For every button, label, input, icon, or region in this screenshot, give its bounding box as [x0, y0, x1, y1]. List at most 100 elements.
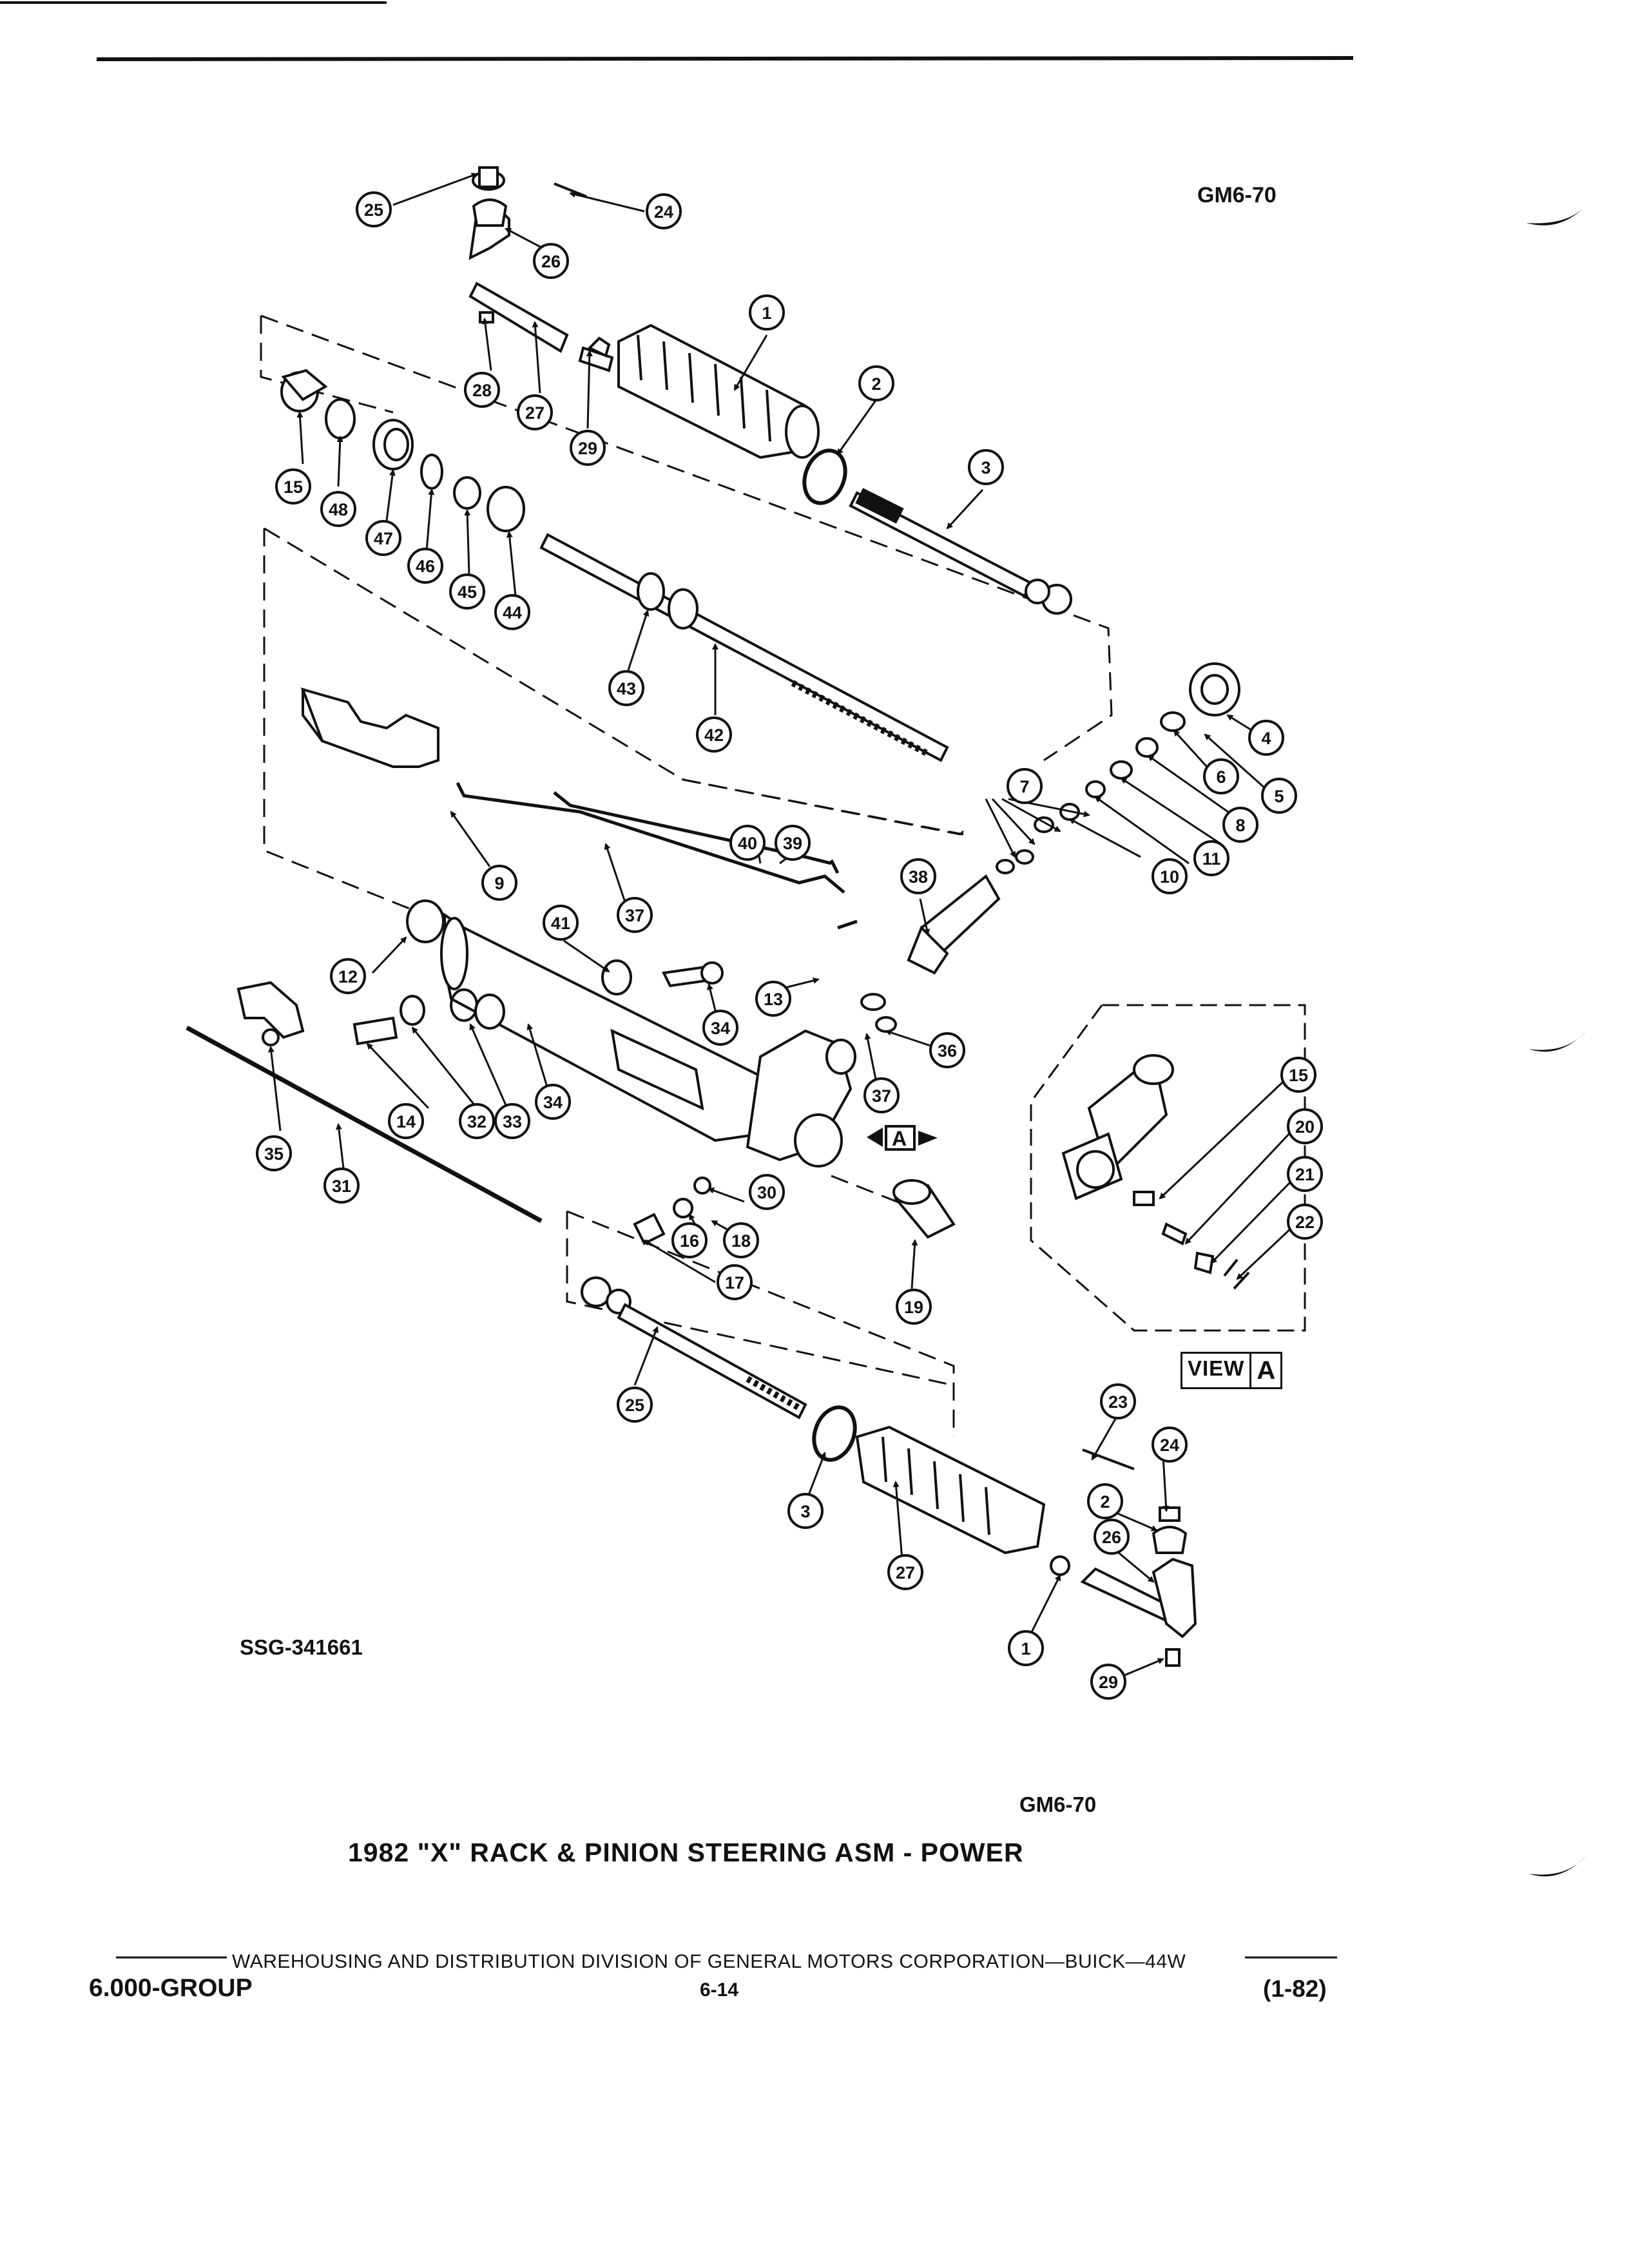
callout-25: 25: [356, 191, 392, 227]
view-a-detail-box: [1030, 1004, 1306, 1332]
view-a-pointer-letter: A: [892, 1127, 907, 1150]
callout-15: 15: [275, 468, 311, 505]
footer-revision: (1-82): [1263, 1975, 1327, 2002]
callout-17: 17: [717, 1264, 753, 1300]
pinion-seals: [996, 662, 1240, 874]
view-label-word: VIEW: [1188, 1356, 1245, 1380]
callout-22: 22: [1287, 1204, 1323, 1240]
tie-rod-end-bottom: [1050, 1448, 1197, 1667]
callout-36: 36: [929, 1032, 965, 1068]
callout-12: 12: [330, 958, 366, 994]
callout-label: 21: [1295, 1165, 1315, 1184]
rack: [539, 533, 949, 762]
callout-label: 3: [981, 458, 990, 477]
callout-label: 1: [762, 303, 771, 323]
callout-7: 7: [1007, 768, 1043, 804]
callout-23: 23: [1100, 1383, 1136, 1419]
binder-marks: [1526, 207, 1586, 1877]
callout-label: 5: [1274, 787, 1284, 806]
callout-11: 11: [1193, 840, 1229, 876]
callout-26: 26: [533, 243, 569, 279]
valve-housing-detail: [1061, 1054, 1250, 1290]
callout-45: 45: [449, 573, 485, 610]
callout-24: 24: [1152, 1427, 1188, 1463]
callout-label: 40: [738, 834, 757, 853]
callout-label: 7: [1019, 777, 1029, 796]
callout-label: 24: [654, 202, 673, 222]
callout-42: 42: [696, 716, 732, 753]
callout-1: 1: [749, 294, 785, 331]
callout-37: 37: [863, 1077, 900, 1113]
footer-group: 6.000-GROUP: [89, 1974, 253, 2002]
callout-38: 38: [900, 858, 936, 894]
callout-label: 47: [374, 529, 393, 548]
callout-33: 33: [494, 1103, 530, 1139]
callout-20: 20: [1287, 1108, 1323, 1144]
callout-label: 42: [704, 726, 724, 745]
callout-3: 3: [787, 1493, 824, 1529]
callout-label: 1: [1021, 1639, 1030, 1658]
callout-6: 6: [1203, 758, 1239, 794]
callout-label: 46: [416, 557, 435, 576]
inner-tie-rod-bottom: [581, 1276, 807, 1419]
callout-27: 27: [887, 1554, 923, 1590]
callout-label: 14: [396, 1112, 416, 1131]
callout-label: 12: [338, 967, 358, 986]
callout-5: 5: [1261, 778, 1297, 814]
callout-label: 25: [364, 200, 383, 220]
callout-label: 18: [731, 1231, 751, 1251]
callout-10: 10: [1152, 858, 1188, 894]
drawing-code-top: GM6-70: [1197, 183, 1277, 207]
drawing-code-bottom: GM6-70: [1019, 1792, 1097, 1816]
callout-37: 37: [617, 897, 653, 933]
inner-tie-rod-top: [849, 488, 1072, 615]
callout-label: 25: [625, 1396, 644, 1415]
callout-41: 41: [543, 905, 579, 941]
callout-label: 11: [1202, 849, 1221, 869]
bushing-lower: [892, 1179, 956, 1239]
clamp-top: [802, 448, 847, 505]
callout-label: 37: [872, 1086, 891, 1106]
callout-label: 33: [503, 1112, 522, 1131]
callout-label: 34: [543, 1093, 563, 1112]
callout-4: 4: [1248, 720, 1284, 756]
assembly-outline-lines: [260, 314, 1113, 1437]
callout-19: 19: [896, 1289, 932, 1325]
callout-label: 15: [284, 477, 303, 497]
callout-24: 24: [646, 193, 682, 229]
callout-44: 44: [494, 594, 530, 630]
callout-label: 44: [503, 603, 522, 622]
callout-18: 18: [723, 1222, 759, 1258]
footer-division-text: WAREHOUSING AND DISTRIBUTION DIVISION OF…: [232, 1951, 1186, 1972]
callout-35: 35: [256, 1135, 292, 1171]
callout-label: 2: [1100, 1492, 1110, 1512]
callout-label: 19: [904, 1298, 923, 1317]
callout-32: 32: [459, 1103, 495, 1139]
callout-label: 16: [680, 1231, 699, 1251]
callout-label: 37: [625, 906, 644, 925]
callout-label: 27: [525, 403, 545, 423]
view-a-label: VIEW A: [1181, 1352, 1283, 1389]
boot-bottom: [855, 1425, 1046, 1555]
callout-label: 3: [800, 1502, 810, 1521]
callout-label: 20: [1295, 1117, 1315, 1137]
callout-26: 26: [1094, 1519, 1130, 1555]
pinion-valve: [860, 874, 1001, 1033]
callout-21: 21: [1287, 1156, 1323, 1192]
callout-40: 40: [729, 825, 766, 861]
fittings: [352, 959, 724, 1046]
callout-34: 34: [702, 1010, 738, 1046]
callout-31: 31: [323, 1168, 360, 1204]
tie-rod-end-top: [468, 166, 614, 372]
callout-label: 26: [1102, 1528, 1121, 1547]
boot-top: [617, 323, 820, 459]
view-label-letter: A: [1249, 1354, 1280, 1387]
callout-label: 29: [1099, 1673, 1118, 1692]
callout-label: 41: [551, 914, 570, 933]
rack-housing: [406, 899, 856, 1245]
bushing-seal-stack: [280, 369, 525, 532]
callout-label: 17: [725, 1273, 744, 1293]
callout-9: 9: [481, 865, 517, 901]
